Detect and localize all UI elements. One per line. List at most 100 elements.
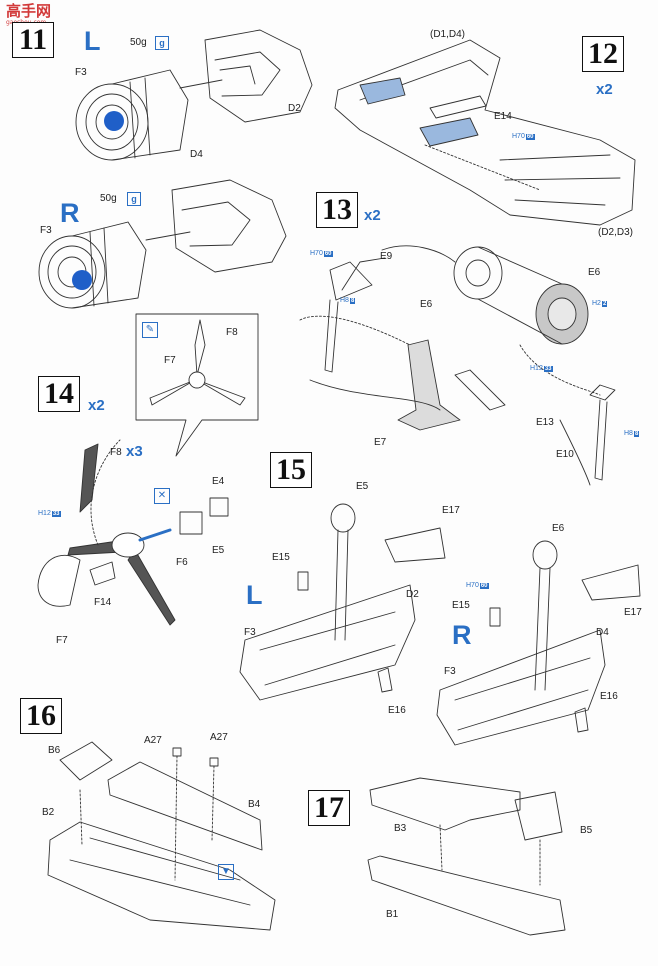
part-label: (D1,D4)	[430, 29, 466, 40]
part-label: F14	[94, 597, 112, 608]
paintbrush-icon: ✎	[142, 322, 158, 338]
paint-number: 2	[601, 301, 608, 307]
step-number-13: 13	[316, 192, 358, 228]
weight-icon: g	[155, 36, 169, 50]
part-label: B2	[42, 807, 55, 818]
step-number-17: 17	[308, 790, 350, 826]
watermark-text: 高手网	[6, 2, 52, 20]
paint-code: H70	[512, 133, 525, 140]
part-label: A27	[144, 735, 162, 746]
engine-marker-right	[72, 270, 92, 290]
part-label: B5	[580, 825, 593, 836]
quantity-x2-13: x2	[364, 207, 381, 224]
part-label: F7	[56, 635, 68, 646]
paint-number: 33	[543, 366, 553, 372]
part-label: E16	[388, 705, 406, 716]
wing-assembly-16	[47, 741, 276, 931]
part-label: D4	[596, 627, 609, 638]
nacelle-right-install	[436, 540, 641, 746]
part-label: E15	[452, 600, 470, 611]
part-label: E13	[536, 417, 554, 428]
part-label: F6	[176, 557, 188, 568]
paint-number: 8	[349, 298, 356, 304]
paint-code: H70	[466, 582, 479, 589]
weight-label-left: 50g	[130, 37, 147, 48]
glue-icon: ▼	[218, 864, 234, 880]
wing-assembly-17	[367, 777, 566, 936]
part-label: F3	[75, 67, 87, 78]
paint-number: 60	[525, 134, 535, 140]
part-label: E6	[420, 299, 433, 310]
paint-number: 60	[479, 583, 489, 589]
paint-code: H12	[38, 510, 51, 517]
part-label: A27	[210, 732, 228, 743]
part-label: B6	[48, 745, 61, 756]
step-number-11: 11	[12, 22, 54, 58]
part-label: E7	[374, 437, 387, 448]
part-label: E5	[212, 545, 225, 556]
paint-number: 33	[51, 511, 61, 517]
part-label: E15	[272, 552, 290, 563]
quantity-x2-12: x2	[596, 81, 613, 98]
paint-code: H8	[340, 297, 349, 304]
step-number-14: 14	[38, 376, 80, 412]
engine-right-assembly	[38, 179, 287, 309]
part-label: E16	[600, 691, 618, 702]
paint-number: 8	[633, 431, 640, 437]
side-right-label-15: R	[452, 620, 472, 650]
nacelle-left-install	[239, 503, 446, 701]
part-label: F7	[164, 355, 176, 366]
part-label: D2	[406, 589, 419, 600]
step-number-15: 15	[270, 452, 312, 488]
part-label: B3	[394, 823, 407, 834]
engine-marker-left	[104, 111, 124, 131]
part-label: D4	[190, 149, 203, 160]
quantity-x3-14: x3	[126, 443, 143, 460]
engine-left-assembly	[75, 29, 313, 161]
paint-number: 60	[323, 251, 333, 257]
propeller-callout	[135, 313, 259, 457]
propeller-assembly	[37, 439, 229, 626]
part-label: E9	[380, 251, 393, 262]
paint-code: H8	[624, 430, 633, 437]
part-label: E5	[356, 481, 369, 492]
part-label: F3	[444, 666, 456, 677]
part-label: F3	[244, 627, 256, 638]
step-number-12: 12	[582, 36, 624, 72]
landing-gear-assembly	[299, 245, 616, 486]
part-label: F8	[226, 327, 238, 338]
weight-icon: g	[127, 192, 141, 206]
fuselage-assembly	[334, 39, 636, 226]
part-label: F3	[40, 225, 52, 236]
part-label: E17	[624, 607, 642, 618]
side-left-label: L	[84, 26, 101, 56]
part-label: D2	[288, 103, 301, 114]
part-label: E6	[588, 267, 601, 278]
side-right-label: R	[60, 198, 80, 228]
part-label: E14	[494, 111, 512, 122]
part-label: E10	[556, 449, 574, 460]
part-label: B4	[248, 799, 261, 810]
weight-label-right: 50g	[100, 193, 117, 204]
part-label: F8	[110, 447, 122, 458]
side-left-label-15: L	[246, 580, 263, 610]
step-number-16: 16	[20, 698, 62, 734]
part-label: E17	[442, 505, 460, 516]
paint-code: H12	[530, 365, 543, 372]
quantity-x2-14: x2	[88, 397, 105, 414]
paint-code: H2	[592, 300, 601, 307]
part-label: B1	[386, 909, 399, 920]
no-cement-icon: ✕	[154, 488, 170, 504]
part-label: E6	[552, 523, 565, 534]
part-label: (D2,D3)	[598, 227, 634, 238]
